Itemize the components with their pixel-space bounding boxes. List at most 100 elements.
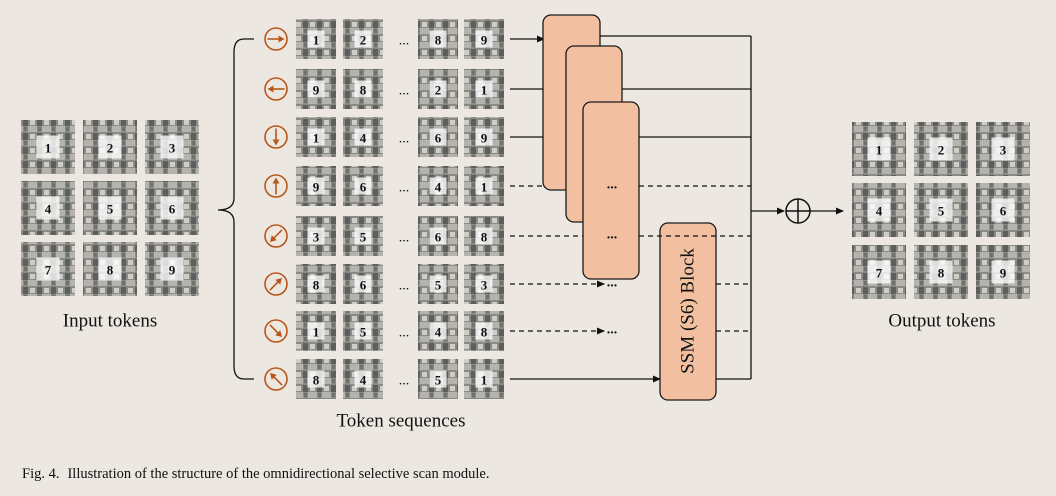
token-number-badge [307,227,325,245]
sequence-token-6: 6 [418,117,458,157]
sequence-token-4: 4 [418,166,458,206]
token-number-badge [354,177,372,195]
token-number-badge [475,128,493,146]
token-number-badge [991,198,1015,222]
output-token-9: 9 [976,245,1030,299]
token-number: 1 [481,373,488,388]
direction-circle [264,319,288,343]
caption-text: Illustration of the structure of the omn… [67,466,490,482]
token-number: 3 [313,230,320,245]
sequence-token-1: 1 [296,19,336,59]
sequence-token-3: 3 [296,216,336,256]
token-number-badge [36,135,60,159]
token-number: 6 [169,202,176,217]
token-number: 8 [481,325,488,340]
output-token-6: 6 [976,183,1030,237]
token-number: 9 [481,33,488,48]
direction-head [272,177,280,184]
input-token-8: 8 [83,242,137,296]
token-number: 8 [938,266,945,281]
token-number-badge [98,196,122,220]
output-token-5: 5 [914,183,968,237]
token-number-badge [475,30,493,48]
token-number: 4 [435,180,442,195]
sequence-ellipsis: ... [399,231,410,246]
token-number-badge [307,177,325,195]
token-number: 4 [45,202,52,217]
sequence-token-8: 8 [464,311,504,351]
token-number: 4 [360,131,367,146]
token-number: 9 [313,83,320,98]
ssm-block-label: SSM (S6) Block [678,248,699,374]
token-number: 1 [481,180,488,195]
sequence-ellipsis: ... [399,326,410,341]
token-number: 2 [107,141,114,156]
token-number-badge [354,322,372,340]
token-number-badge [929,260,953,284]
token-number: 5 [938,204,945,219]
token-number-badge [160,257,184,281]
token-number: 8 [435,33,442,48]
token-number: 4 [360,373,367,388]
sequence-token-8: 8 [464,216,504,256]
token-number: 1 [481,83,488,98]
token-number-badge [475,370,493,388]
token-number-badge [354,128,372,146]
sequence-token-2: 2 [343,19,383,59]
token-number-badge [475,227,493,245]
token-number-badge [98,257,122,281]
token-number-badge [36,196,60,220]
token-number-badge [475,322,493,340]
token-number: 6 [360,180,367,195]
token-number: 2 [360,33,367,48]
output-token-1: 1 [852,122,906,176]
output-token-4: 4 [852,183,906,237]
sequence-token-9: 9 [296,166,336,206]
direction-circle [264,272,288,296]
sequence-token-8: 8 [296,264,336,304]
token-number: 2 [435,83,442,98]
sequence-ellipsis: ... [399,34,410,49]
figure-caption: Fig. 4.Illustration of the structure of … [22,466,489,483]
token-number: 5 [435,373,442,388]
token-number: 8 [313,278,320,293]
token-number-badge [307,80,325,98]
token-number-badge [354,370,372,388]
output-token-8: 8 [914,245,968,299]
token-number-badge [867,260,891,284]
input-token-4: 4 [21,181,75,235]
sequence-token-5: 5 [343,311,383,351]
input-token-7: 7 [21,242,75,296]
token-number: 9 [481,131,488,146]
token-number: 8 [313,373,320,388]
token-number-badge [429,322,447,340]
sequence-token-1: 1 [296,311,336,351]
token-number-badge [475,275,493,293]
sequence-token-9: 9 [464,117,504,157]
token-number-badge [160,135,184,159]
block-continuation-dots: ... [607,228,618,243]
direction-up-left-icon [264,367,288,391]
block-continuation-dots: ... [607,178,618,193]
token-number: 5 [360,230,367,245]
token-number-badge [475,177,493,195]
sequence-token-1: 1 [464,359,504,399]
token-number-badge [867,198,891,222]
token-number: 1 [313,33,320,48]
sequence-token-5: 5 [343,216,383,256]
sequence-token-4: 4 [343,359,383,399]
sum-operator-icon [785,198,811,224]
sequence-token-6: 6 [418,216,458,256]
sequence-ellipsis: ... [399,132,410,147]
sequence-row-1: 1 2 8 9... [264,19,504,59]
input-token-9: 9 [145,242,199,296]
output-token-7: 7 [852,245,906,299]
token-number: 8 [481,230,488,245]
direction-up-right-icon [264,272,288,296]
token-number-badge [354,30,372,48]
